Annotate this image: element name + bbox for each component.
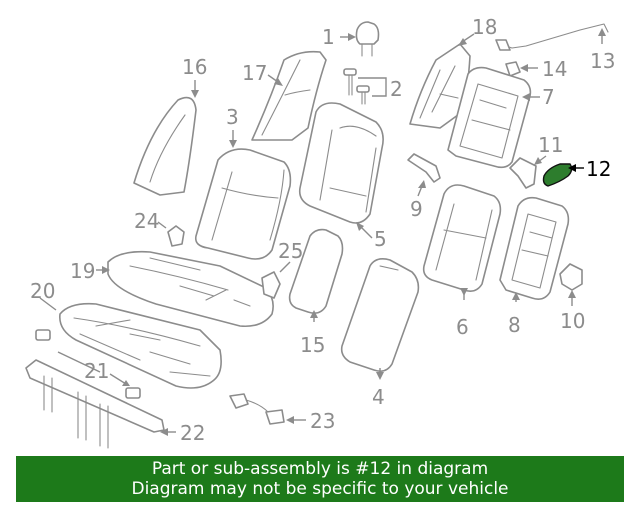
part-3-seatback-cover: 3 xyxy=(194,105,292,260)
part-label-16[interactable]: 16 xyxy=(182,55,207,79)
part-label-22[interactable]: 22 xyxy=(180,421,205,445)
part-label-25[interactable]: 25 xyxy=(278,239,303,263)
part-label-6[interactable]: 6 xyxy=(456,315,469,339)
part-25-clip: 25 xyxy=(261,239,303,299)
part-label-12[interactable]: 12 xyxy=(586,157,611,181)
part-label-23[interactable]: 23 xyxy=(310,409,335,433)
part-4-back-panel: 4 xyxy=(340,258,420,409)
part-6-seatback-cover: 6 xyxy=(422,184,502,339)
part-label-18[interactable]: 18 xyxy=(472,15,497,39)
part-15-pad: 15 xyxy=(288,228,344,357)
part-label-2[interactable]: 2 xyxy=(390,77,403,101)
part-9-bracket: 9 xyxy=(407,153,441,221)
part-8-seatback-frame: 8 xyxy=(499,196,570,337)
part-label-10[interactable]: 10 xyxy=(560,309,585,333)
part-7-seatback-frame: 7 xyxy=(447,66,555,169)
part-17-side-cover: 17 xyxy=(242,50,327,141)
part-23-wire-harness: 23 xyxy=(229,393,335,433)
part-13-cable: 13 xyxy=(495,23,615,73)
part-18-frame-bracket: 18 xyxy=(409,15,497,129)
part-label-20[interactable]: 20 xyxy=(30,279,55,303)
info-banner: Part or sub-assembly is #12 in diagram D… xyxy=(16,456,624,502)
part-label-14[interactable]: 14 xyxy=(542,57,567,81)
banner-line-1: Part or sub-assembly is #12 in diagram xyxy=(151,459,489,479)
part-20-seat-frame: 20 xyxy=(30,279,222,389)
part-22-seat-wire-frame: 22 xyxy=(25,359,205,449)
part-19-seat-cushion: 19 xyxy=(70,250,274,328)
part-label-13[interactable]: 13 xyxy=(590,49,615,73)
part-16-side-panel: 16 xyxy=(133,55,207,196)
part-label-7[interactable]: 7 xyxy=(542,85,555,109)
part-21-retainer: 21 xyxy=(35,329,141,399)
part-label-5[interactable]: 5 xyxy=(374,227,387,251)
part-label-15[interactable]: 15 xyxy=(300,333,325,357)
part-2-headrest-guides: 2 xyxy=(343,68,403,105)
banner-line-2: Diagram may not be specific to your vehi… xyxy=(131,479,509,499)
part-label-9[interactable]: 9 xyxy=(410,197,423,221)
part-label-3[interactable]: 3 xyxy=(226,105,239,129)
part-10-lock-bracket: 10 xyxy=(559,263,585,333)
part-label-21[interactable]: 21 xyxy=(84,359,109,383)
part-label-11[interactable]: 11 xyxy=(538,133,563,157)
part-11-hinge: 11 xyxy=(509,133,563,189)
part-label-1[interactable]: 1 xyxy=(322,25,335,49)
part-1-headrest: 1 xyxy=(322,21,380,57)
part-label-24[interactable]: 24 xyxy=(134,209,159,233)
part-label-8[interactable]: 8 xyxy=(508,313,521,337)
part-5-seatback: 5 xyxy=(298,102,387,251)
part-label-4[interactable]: 4 xyxy=(372,385,385,409)
part-14-clip: 14 xyxy=(505,57,567,81)
part-label-17[interactable]: 17 xyxy=(242,61,267,85)
part-12-highlighted-cover[interactable]: 12 xyxy=(542,157,612,187)
part-label-19[interactable]: 19 xyxy=(70,259,95,283)
part-24-hook: 24 xyxy=(134,209,185,247)
